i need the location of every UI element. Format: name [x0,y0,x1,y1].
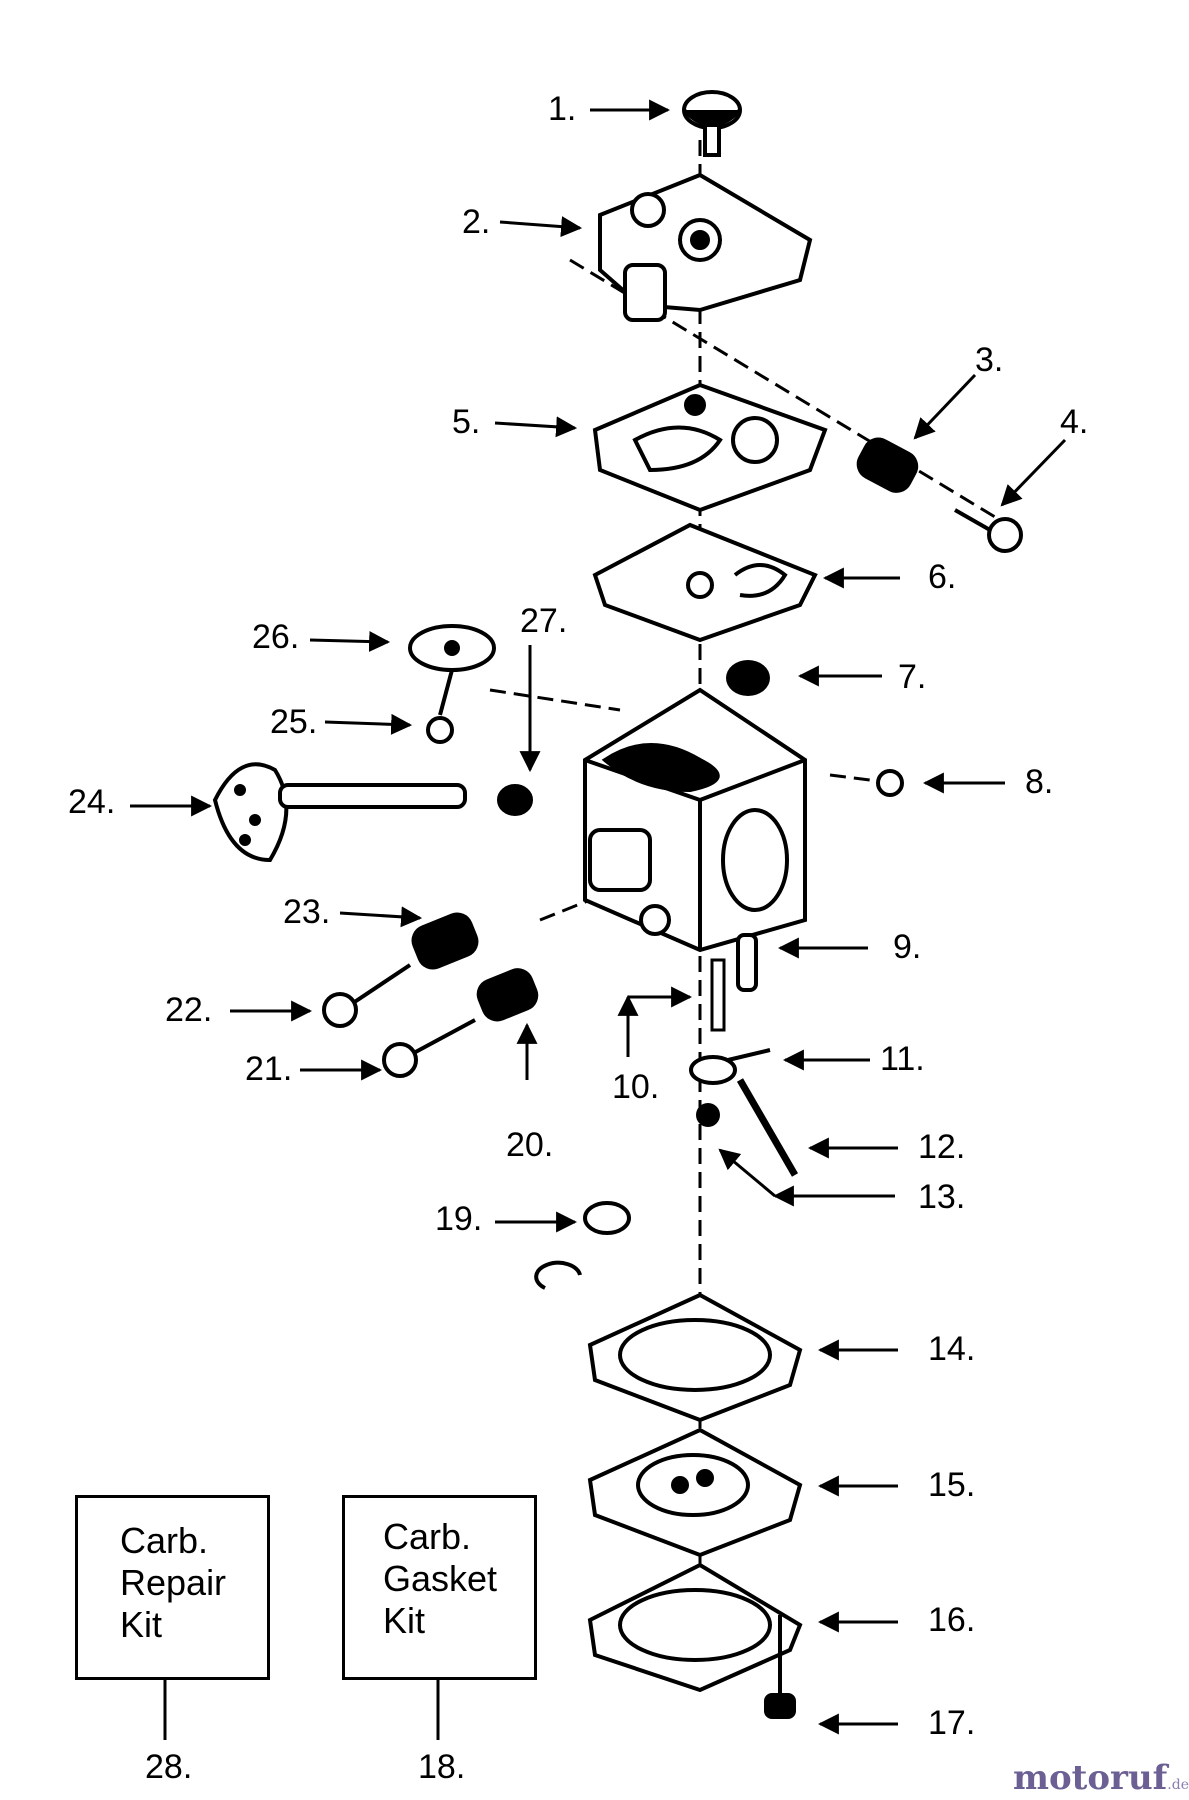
part-10-needle [710,958,726,1032]
label-part-11: 11. [880,1040,925,1078]
watermark-logo: motoruf.de [1013,1758,1189,1798]
carb-repair-kit-box: Carb. Repair Kit [75,1495,270,1680]
part-14-gasket [587,1292,803,1423]
part-13-ball [696,1103,720,1127]
label-part-7: 7. [898,658,927,696]
part-27-spring [497,784,533,816]
repair-kit-line-3: Kit [120,1604,163,1645]
part-2-cover [598,172,813,322]
part-23-spring [411,912,479,970]
part-4-screw [954,508,1023,553]
part-17-screw [764,1615,796,1719]
label-part-20: 20. [506,1126,554,1164]
label-part-21: 21. [245,1050,293,1088]
part-12-pin [736,1078,799,1177]
label-part-13: 13. [918,1178,966,1216]
label-part-5: 5. [452,403,481,441]
gasket-kit-line-3: Kit [383,1600,426,1641]
part-19-rings [534,1201,631,1290]
part-22-needle [322,963,412,1028]
watermark-suffix: .de [1167,1777,1189,1793]
part-26-primer [408,624,496,716]
leader-arrows [130,99,1067,1735]
part-11-lever [689,1048,771,1085]
repair-kit-line-2: Repair [120,1562,227,1603]
repair-kit-line-1: Carb. [120,1520,209,1561]
gasket-kit-line-2: Gasket [383,1558,498,1599]
watermark-brand: motoruf [1013,1758,1168,1798]
carb-gasket-kit-box: Carb. Gasket Kit [342,1495,537,1680]
label-part-3: 3. [975,341,1004,379]
kit-leaders [163,1680,440,1740]
label-part-1: 1. [548,90,577,128]
label-part-10: 10. [612,1068,660,1106]
part-8-plug [876,769,904,797]
label-part-6: 6. [928,558,957,596]
label-part-4: 4. [1060,403,1089,441]
part-6-gasket [592,522,818,643]
part-20-spring [476,968,539,1022]
part-24-shaft [212,762,467,863]
part-15-diaphragm [587,1427,803,1558]
part-16-cover [587,1562,803,1693]
label-part-8: 8. [1025,763,1054,801]
gasket-kit-line-1: Carb. [383,1516,472,1557]
label-part-14: 14. [928,1330,976,1368]
label-part-27: 27. [520,602,568,640]
label-part-17: 17. [928,1704,976,1742]
label-part-16: 16. [928,1601,976,1639]
part-7-screen [726,660,770,696]
carburetor-body [583,687,807,953]
label-part-28: 28. [145,1748,193,1786]
label-part-12: 12. [918,1128,966,1166]
label-part-24: 24. [68,783,116,821]
label-part-18: 18. [418,1748,466,1786]
part-3-spring [856,437,919,493]
label-part-22: 22. [165,991,213,1029]
part-1-knob [682,90,742,157]
part-9-pin [736,933,758,992]
label-part-25: 25. [270,703,318,741]
label-part-23: 23. [283,893,331,931]
part-5-diaphragm [592,382,828,513]
label-part-9: 9. [893,928,922,966]
label-part-19: 19. [435,1200,483,1238]
label-part-26: 26. [252,618,300,656]
part-25-seal [426,716,454,744]
label-part-2: 2. [462,203,491,241]
part-21-needle [382,1018,476,1078]
label-part-15: 15. [928,1466,976,1504]
